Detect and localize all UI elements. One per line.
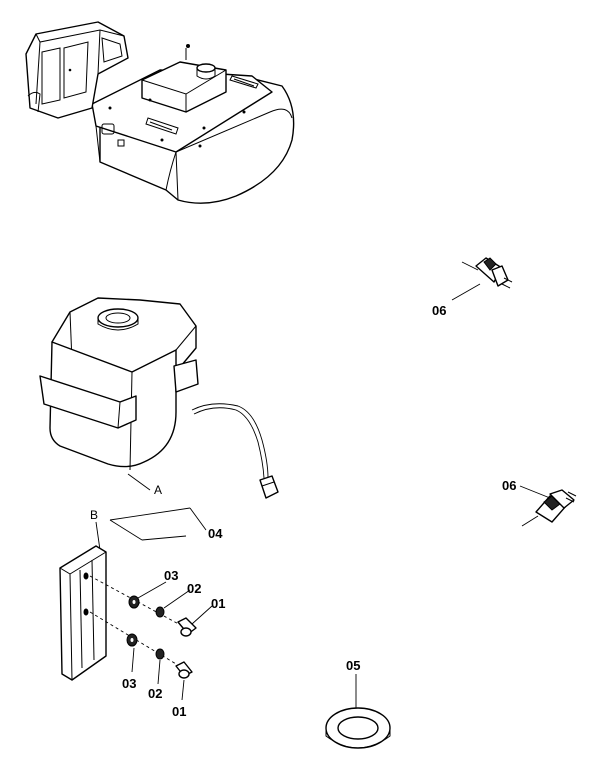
part-label-04: 04 [208,526,223,541]
leader-04 [109,507,207,541]
ref-label-b: B [90,508,98,522]
reservoir-tank [39,297,279,499]
washer-02-upper [155,606,165,618]
part-label-02-lower: 02 [148,686,162,701]
part-label-06-lower: 06 [502,478,516,493]
lock-washer-03-lower [126,633,138,647]
sensor-06-lower [519,485,577,527]
part-label-03-upper: 03 [164,568,178,583]
part-label-05: 05 [346,658,360,673]
part-label-03-lower: 03 [122,676,136,691]
part-label-01-lower: 01 [172,704,186,719]
excavator-upper-structure [25,21,295,204]
washer-02-lower [155,648,165,660]
mounting-bracket [59,545,107,681]
bolt-01-upper [177,617,197,637]
lock-washer-03-upper [128,595,140,609]
sensor-06-upper [451,257,513,301]
part-label-01-upper: 01 [211,596,225,611]
ref-label-a: A [154,483,162,497]
bolt-01-lower [175,661,193,679]
part-label-06-upper: 06 [432,303,446,318]
part-label-02-upper: 02 [187,581,201,596]
leaders-fasteners [131,581,213,701]
grommet-05 [325,674,391,749]
leader-b [95,521,101,551]
